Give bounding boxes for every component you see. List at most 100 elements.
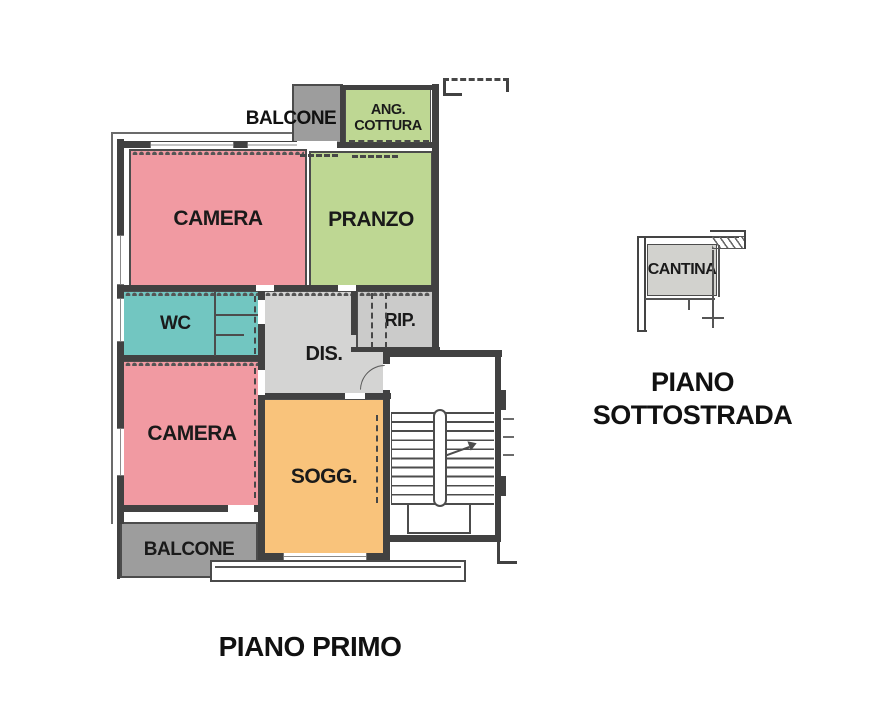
wall-segment <box>432 84 439 294</box>
dashed-line <box>385 293 387 348</box>
stair-landing-line <box>469 503 471 534</box>
dashed-line <box>300 154 338 157</box>
room-camera-top: CAMERA <box>129 149 307 289</box>
dashed-line <box>254 368 256 498</box>
entrance-door-opening <box>383 364 390 390</box>
window-opening <box>117 298 124 342</box>
hatched-step <box>712 236 744 249</box>
wall-segment <box>383 350 390 562</box>
window-opening <box>247 142 301 148</box>
room-camera-bottom: CAMERA <box>122 360 262 508</box>
wall-segment <box>258 393 391 399</box>
wall-segment <box>645 298 715 300</box>
wall-segment <box>117 355 265 361</box>
staircase <box>388 355 498 537</box>
wall-segment <box>443 78 446 96</box>
room-label: ANG. <box>370 101 406 118</box>
dashed-line <box>254 296 256 354</box>
dashed-line <box>349 140 429 143</box>
hatch-tick <box>503 418 514 420</box>
window-opening <box>283 553 367 560</box>
window-opening <box>150 142 234 148</box>
room-cantina: CANTINA <box>647 244 717 296</box>
wall-segment <box>710 230 746 232</box>
stair-landing-line <box>407 532 470 534</box>
room-angolo-cottura: ANG. COTTURA <box>345 89 431 146</box>
wall-segment <box>644 236 646 332</box>
wall-segment <box>497 542 500 564</box>
dashed-line <box>352 155 398 158</box>
room-label: SOGG. <box>290 464 358 488</box>
room-wc: WC <box>122 290 262 358</box>
wall-segment <box>744 230 746 249</box>
room-pranzo: PRANZO <box>309 151 433 289</box>
survey-tick <box>688 298 690 310</box>
wc-partition <box>214 334 244 336</box>
wall-segment <box>637 236 639 332</box>
wc-partition <box>214 291 216 356</box>
hatched-boundary-line <box>443 78 509 81</box>
room-label: WC <box>160 313 191 334</box>
room-label: CANTINA <box>647 261 717 278</box>
wall-segment <box>117 505 265 512</box>
balcony-railing <box>210 560 466 582</box>
wall-pilaster <box>495 390 506 410</box>
floorplan-piano-primo: ANG. COTTURA CAMERA PRANZO WC DIS. RIP. … <box>111 78 517 662</box>
floorplan-piano-sottostrada: CANTINA PIANO SOTTOSTRADA <box>560 0 870 720</box>
door-opening <box>258 300 265 324</box>
door-opening <box>258 370 265 395</box>
room-label: RIP. <box>384 309 416 330</box>
window-opening <box>117 235 124 285</box>
stair-landing-line <box>407 503 409 534</box>
room-label: PRANZO <box>328 208 414 231</box>
room-label: COTTURA <box>354 117 422 134</box>
wall-outline <box>111 132 315 134</box>
wall-segment <box>351 347 440 352</box>
room-label: CAMERA <box>147 422 237 445</box>
room-label-balcone-top: BALCONE <box>245 108 337 129</box>
wall-outline <box>111 132 113 524</box>
wc-partition <box>214 314 261 316</box>
dashed-line <box>371 293 373 348</box>
caption-piano-primo: PIANO PRIMO <box>218 631 402 662</box>
wall-segment <box>495 350 501 542</box>
wall-segment <box>497 561 517 564</box>
survey-cross <box>712 250 714 328</box>
wall-segment <box>443 93 462 96</box>
survey-cross <box>702 317 724 319</box>
wall-segment <box>383 350 502 357</box>
wall-segment <box>637 236 739 238</box>
wall-segment <box>506 78 509 92</box>
wall-segment <box>258 285 265 562</box>
wall-segment <box>117 524 120 579</box>
wall-segment <box>718 245 720 297</box>
window-opening <box>117 428 124 476</box>
wall-segment <box>351 285 357 335</box>
room-label: DIS. <box>305 343 343 365</box>
room-soggiorno: SOGG. <box>262 398 386 555</box>
caption-line: PIANO <box>650 367 735 397</box>
wall-pilaster <box>495 476 506 496</box>
door-opening <box>345 393 365 399</box>
wall-segment <box>386 535 501 542</box>
wall-segment <box>432 285 439 352</box>
dashed-line <box>376 415 378 503</box>
wall-segment <box>340 85 345 146</box>
room-ripostiglio: RIP. <box>356 290 434 350</box>
room-balcone-top <box>292 84 343 146</box>
hatch-tick <box>503 454 514 456</box>
wall-segment <box>304 142 439 148</box>
stair-stringer <box>433 409 447 507</box>
balcony-railing-line <box>215 566 461 568</box>
caption-line: SOTTOSTRADA <box>592 400 793 430</box>
room-label: BALCONE <box>143 539 235 560</box>
caption-piano-sottostrada: PIANO SOTTOSTRADA <box>585 366 800 432</box>
wall-segment <box>340 85 438 90</box>
door-opening <box>338 285 356 291</box>
door-opening <box>297 141 337 149</box>
door-opening <box>228 505 254 512</box>
wall-segment <box>637 330 647 332</box>
room-label: CAMERA <box>173 207 263 230</box>
hatch-tick <box>503 436 514 438</box>
